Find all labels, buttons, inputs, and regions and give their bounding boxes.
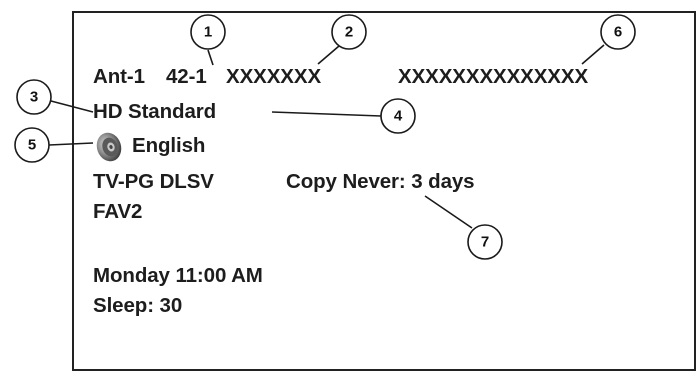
callout-circle-5 [14, 127, 50, 163]
channel-number: 42-1 [166, 65, 207, 88]
callout-circle-2 [331, 14, 367, 50]
callout-circle-1 [190, 14, 226, 50]
callout-number-7: 7 [481, 234, 489, 251]
speaker-icon [93, 131, 125, 163]
callout-number-3: 3 [30, 89, 38, 106]
callout-number-2: 2 [345, 24, 353, 41]
leader-line-7 [424, 195, 473, 229]
content-rating: TV-PG DLSV [93, 170, 214, 193]
leader-line-5 [48, 142, 94, 146]
sleep-timer: Sleep: 30 [93, 294, 183, 317]
callout-circle-6 [600, 14, 636, 50]
leader-line-3 [50, 100, 94, 113]
station-name: XXXXXXX [226, 65, 322, 88]
tv-screen-frame [72, 11, 696, 371]
date-time: Monday 11:00 AM [93, 264, 263, 287]
callout-circle-3 [16, 79, 52, 115]
favorite-list: FAV2 [93, 200, 143, 223]
copy-protection-status: Copy Never: 3 days [286, 170, 475, 193]
callout-number-5: 5 [28, 137, 36, 154]
callout-number-6: 6 [614, 24, 622, 41]
callout-circle-4 [380, 98, 416, 134]
callout-overlay: 1 2 3 4 5 6 7 [14, 14, 636, 260]
leader-line-4 [271, 111, 382, 117]
callout-circle-7 [467, 224, 503, 260]
leader-line-6 [581, 44, 605, 65]
leader-line-2 [317, 45, 340, 65]
callout-number-1: 1 [204, 24, 212, 41]
audio-language: English [132, 134, 206, 157]
callout-number-4: 4 [394, 108, 403, 125]
antenna-label: Ant-1 [93, 65, 145, 88]
program-title: XXXXXXXXXXXXXX [398, 65, 589, 88]
video-format: HD Standard [93, 100, 217, 123]
leader-line-1 [207, 49, 214, 66]
